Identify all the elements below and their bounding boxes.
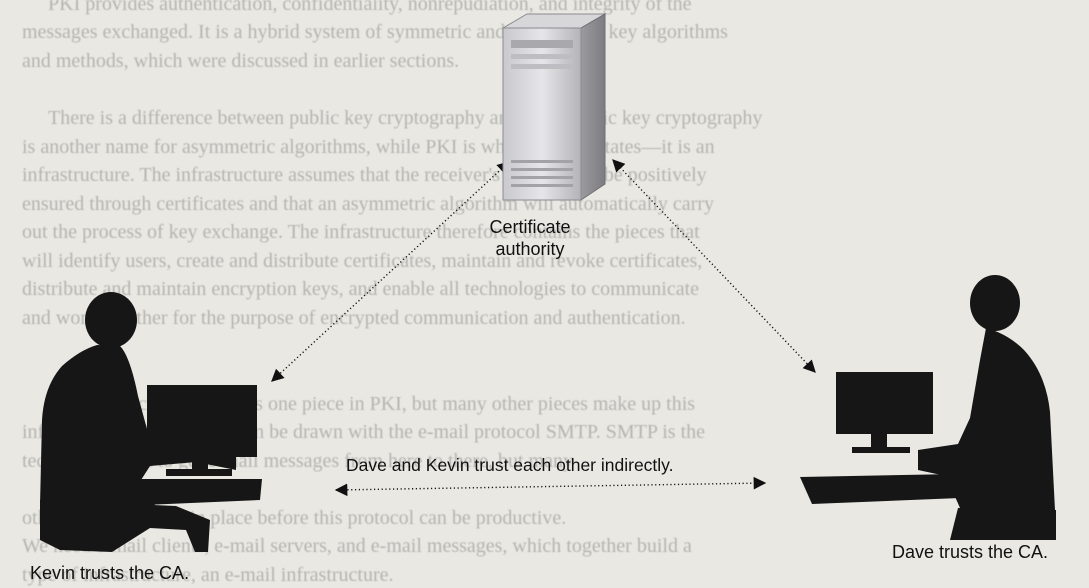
connector-kevin-dave (334, 476, 767, 497)
dave-silhouette-icon (918, 275, 1056, 540)
background-text-line: type of infrastructure, an e-mail infras… (22, 564, 394, 586)
connector-dave-ca (612, 159, 816, 373)
kevin-caption: Kevin trusts the CA. (30, 563, 190, 583)
ca-label-line1: Certificate (489, 217, 571, 237)
indirect-trust-label: Dave and Kevin trust each other indirect… (346, 455, 674, 475)
dave-caption: Dave trusts the CA. (892, 542, 1049, 562)
background-text-line: and methods, which were discussed in ear… (22, 50, 460, 72)
background-text-line: PKI provides authentication, confidentia… (48, 0, 692, 15)
ca-label-line2: authority (495, 239, 565, 259)
dave-monitor-icon (800, 372, 960, 504)
background-text-line: We need e-mail clients, e-mail servers, … (22, 535, 692, 557)
certificate-authority-label: Certificate authority (462, 216, 598, 260)
kevin-monitor-icon (120, 385, 262, 506)
connector-kevin-ca (271, 161, 510, 382)
kevin-silhouette-icon (40, 292, 236, 552)
server-icon (501, 13, 607, 201)
